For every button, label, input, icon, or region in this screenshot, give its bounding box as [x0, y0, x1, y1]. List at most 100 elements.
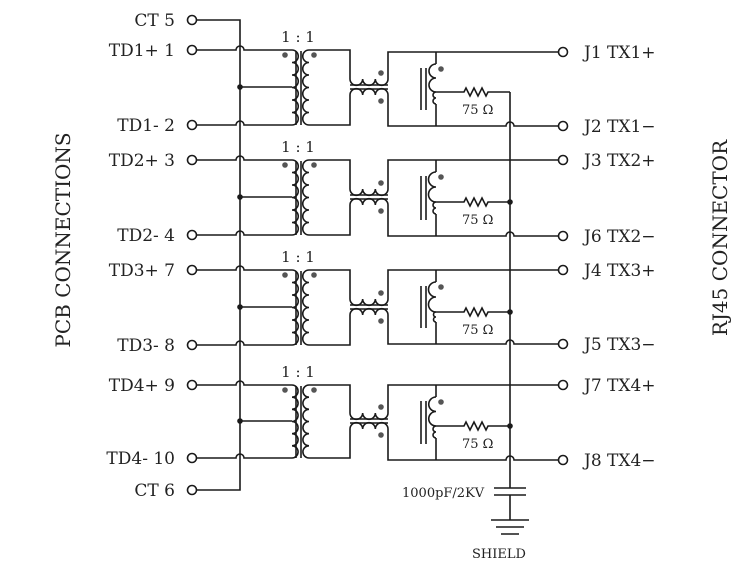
tx-plus-wire	[387, 269, 559, 299]
right-pin-j1: J1 TX1+	[557, 43, 656, 63]
pcb-connections-label: PCB CONNECTIONS	[51, 132, 75, 347]
tx-plus-wire	[387, 51, 559, 79]
capacitor-label: 1000pF/2KV	[402, 486, 485, 501]
td-minus-wire	[196, 120, 292, 126]
left-pin-ct-6: CT 6	[134, 481, 198, 501]
polarity-dot	[438, 284, 444, 290]
left-pin-label: TD4+ 9	[109, 376, 175, 396]
right-pin-j2: J2 TX1−	[557, 117, 656, 137]
shield-label: SHIELD	[472, 547, 526, 562]
secondary-coil	[301, 269, 310, 346]
primary-coil	[291, 159, 300, 236]
pin-terminal	[557, 154, 569, 166]
left-pin-label: CT 6	[134, 481, 175, 501]
polarity-dot	[282, 162, 288, 168]
secondary-bottom-wire	[309, 205, 351, 236]
secondary-coil	[301, 49, 310, 126]
right-pin-label: J8 TX4−	[582, 451, 656, 471]
right-pin-label: J5 TX3−	[582, 335, 656, 355]
polarity-dot	[378, 404, 384, 410]
td-minus-wire	[196, 340, 292, 346]
pin-terminal	[557, 230, 569, 242]
tx-minus-wire	[387, 429, 559, 461]
polarity-dot	[378, 98, 384, 104]
polarity-dot	[378, 180, 384, 186]
right-pin-j5: J5 TX3−	[557, 335, 656, 355]
left-pin-label: CT 5	[134, 11, 175, 31]
junction-dot	[237, 304, 243, 310]
tx-minus-wire	[387, 95, 559, 127]
pin-terminal	[557, 338, 569, 350]
primary-coil	[291, 49, 300, 126]
right-pin-j8: J8 TX4−	[557, 451, 656, 471]
resistor-label: 75 Ω	[462, 437, 493, 452]
right-pin-label: J1 TX1+	[582, 43, 656, 63]
ct-bus-wire	[196, 19, 241, 491]
polarity-dot	[282, 272, 288, 278]
secondary-top-wire	[309, 384, 351, 413]
pin-terminal	[557, 120, 569, 132]
tx-minus-wire	[387, 205, 559, 237]
pin-terminal	[557, 46, 569, 58]
pin-terminal	[557, 454, 569, 466]
right-pin-label: J4 TX3+	[582, 261, 656, 281]
pin-terminal	[186, 484, 198, 496]
right-pin-label: J3 TX2+	[582, 151, 656, 171]
termination-resistor	[436, 306, 510, 318]
td-minus-wire	[196, 230, 292, 236]
ratio-label: 1 : 1	[281, 248, 315, 266]
channel-4: 1 : 175 Ω	[237, 363, 559, 461]
rj45-connector-label: RJ45 CONNECTOR	[708, 139, 732, 336]
primary-coil	[291, 269, 300, 346]
td-plus-wire	[196, 265, 292, 271]
polarity-dot	[311, 162, 317, 168]
primary-coil	[291, 384, 299, 459]
left-pin-label: TD2- 4	[117, 226, 175, 246]
left-pin-label: TD1+ 1	[109, 41, 175, 61]
right-pin-j3: J3 TX2+	[557, 151, 656, 171]
pin-terminal	[557, 379, 569, 391]
pin-terminal	[186, 14, 198, 26]
left-pin-td3-minusplus-7: TD3+ 7	[109, 261, 198, 281]
polarity-dot	[438, 66, 444, 72]
right-pin-j6: J6 TX2−	[557, 227, 656, 247]
resistor-label: 75 Ω	[462, 213, 493, 228]
pin-terminal	[186, 452, 198, 464]
secondary-top-wire	[309, 49, 351, 79]
polarity-dot	[311, 52, 317, 58]
tx-minus-wire	[387, 315, 559, 345]
channel-1: 1 : 175 Ω	[237, 28, 559, 127]
polarity-dot	[438, 174, 444, 180]
left-pin-td4-minusplus-9: TD4+ 9	[109, 376, 198, 396]
td-plus-wire	[196, 380, 292, 386]
pin-terminal	[186, 229, 198, 241]
td-plus-wire	[196, 45, 292, 51]
left-pin-td2-minus-4: TD2- 4	[117, 226, 198, 246]
left-pin-label: TD1- 2	[117, 116, 175, 136]
pin-terminal	[557, 264, 569, 276]
ratio-label: 1 : 1	[281, 138, 315, 156]
polarity-dot	[378, 70, 384, 76]
junction-dot	[507, 309, 513, 315]
right-pin-label: J2 TX1−	[582, 117, 656, 137]
termination-resistor	[436, 86, 510, 98]
left-pin-td3-minus-8: TD3- 8	[117, 336, 198, 356]
left-pin-td1-minus-2: TD1- 2	[117, 116, 198, 136]
td-plus-wire	[196, 155, 292, 161]
polarity-dot	[378, 208, 384, 214]
secondary-top-wire	[309, 269, 351, 299]
pin-terminal	[186, 339, 198, 351]
polarity-dot	[282, 52, 288, 58]
channel-2: 1 : 1 75 Ω	[237, 138, 559, 237]
secondary-bottom-wire	[309, 95, 351, 126]
ct-coil-upper	[428, 63, 437, 93]
channel-3: 1 : 175 Ω	[237, 248, 559, 346]
pin-terminal	[186, 154, 198, 166]
polarity-dot	[438, 399, 444, 405]
polarity-dot	[378, 290, 384, 296]
secondary-top-wire	[309, 159, 351, 189]
pin-terminal	[186, 44, 198, 56]
pin-terminal	[186, 264, 198, 276]
left-pin-ct-5: CT 5	[134, 11, 198, 31]
